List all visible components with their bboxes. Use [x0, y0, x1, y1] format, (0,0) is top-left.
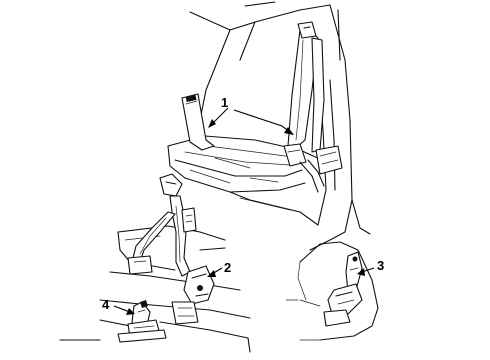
callout-2-label: 2 [224, 260, 231, 275]
callout-4-label: 4 [102, 297, 110, 312]
callout-4-leader [113, 305, 131, 313]
callout-4-arrow [126, 308, 135, 315]
right-buckle-assembly [285, 241, 379, 341]
callout-3-arrow [357, 268, 365, 276]
callout-1-leader-b [233, 109, 291, 133]
callout-1-arrow-b [284, 127, 294, 135]
cab-interior-drawing [167, 1, 371, 251]
callout-3-label: 3 [377, 258, 384, 273]
callout-leaders [113, 107, 375, 315]
callout-1-arrow-a [208, 119, 216, 128]
callout-2-arrow [207, 270, 216, 277]
belt-retractor-assembly [59, 173, 251, 353]
callout-1-label: 1 [221, 95, 228, 110]
callout-1-leader-a [211, 107, 229, 125]
buckle-assembly [117, 300, 167, 343]
